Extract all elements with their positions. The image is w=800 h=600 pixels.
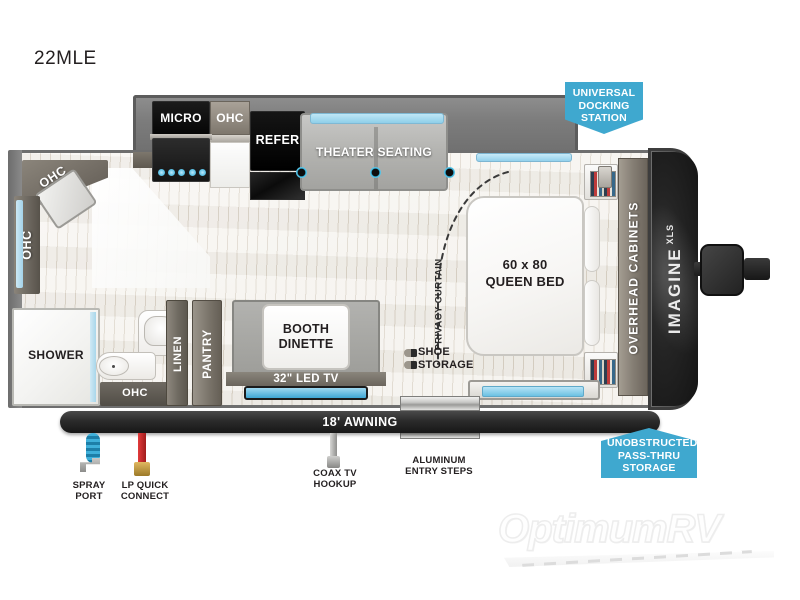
front-exterior-skin: IMAGINE XLS — [652, 152, 698, 406]
theater-seating: THEATER SEATING — [296, 113, 455, 191]
shoe-icon — [404, 361, 417, 369]
entry-step — [400, 396, 480, 411]
refrigerator-label: REFER — [255, 133, 300, 147]
bedroom-overhead-cabinets: OVERHEAD CABINETS — [618, 158, 648, 396]
kitchen-overhead-cabinet: OHC — [210, 101, 250, 135]
range-burners — [156, 168, 208, 177]
kitchen-base-cabinet — [210, 142, 250, 188]
pillow — [584, 280, 600, 346]
rear-window — [16, 200, 23, 288]
refrigerator: REFER — [250, 111, 305, 171]
microwave: MICRO — [152, 101, 210, 135]
bath-ohc-label: OHC — [122, 387, 148, 399]
range-hood — [150, 134, 212, 140]
pantry: PANTRY — [192, 300, 222, 406]
dealer-watermark: OptimumRV — [497, 505, 780, 567]
coax-tv-hookup-fitting-icon — [327, 456, 340, 468]
shower: SHOWER — [12, 308, 100, 406]
toilet-center-dot — [112, 365, 115, 368]
entry-steps-label: ALUMINUM ENTRY STEPS — [405, 455, 473, 477]
shoe-storage-label: SHOE STORAGE — [418, 346, 474, 371]
awning: 18' AWNING — [60, 411, 660, 433]
linen-label-wrap: LINEN — [172, 336, 184, 372]
bath-lower-cabinet: OHC — [100, 382, 170, 406]
overhead-cabinets-label-wrap: OVERHEAD CABINETS — [627, 201, 641, 355]
docking-station-port — [598, 166, 612, 188]
shower-glass-door — [90, 312, 96, 402]
kitchen-ohc-label: OHC — [216, 111, 244, 125]
hitch-coupler-box — [700, 244, 744, 296]
spray-port-label: SPRAY PORT — [72, 480, 106, 502]
coax-tv-hookup-label: COAX TV HOOKUP — [313, 468, 357, 490]
theater-seat-divider — [374, 127, 378, 191]
dealer-name: OptimumRV — [497, 506, 722, 552]
coax-tv-hookup-pipe-icon — [330, 433, 337, 459]
lp-quick-connect-pipe-icon — [138, 433, 146, 465]
street-side-window — [310, 113, 444, 124]
cooktop-range — [152, 138, 210, 182]
cupholder-icon — [370, 167, 381, 178]
cupholder-icon — [444, 167, 455, 178]
shower-label: SHOWER — [28, 348, 84, 362]
brand-name: IMAGINE — [665, 247, 684, 335]
brand-sub: XLS — [665, 223, 676, 245]
awning-label: 18' AWNING — [322, 415, 398, 429]
lp-quick-connect-fitting-icon — [134, 462, 150, 476]
tv-label: 32" LED TV — [273, 373, 339, 385]
cupholder-icon — [296, 167, 307, 178]
nightstand-books-icon — [590, 359, 616, 385]
theater-seating-label: THEATER SEATING — [315, 145, 433, 159]
microwave-label: MICRO — [160, 111, 202, 125]
pillow — [584, 206, 600, 272]
queen-bed: 60 x 80 QUEEN BED — [466, 196, 584, 356]
callout-pass-thru-storage: UNOBSTRUCTED PASS-THRU STORAGE — [601, 428, 697, 478]
bedroom-window — [476, 153, 572, 162]
pantry-label-wrap: PANTRY — [202, 329, 215, 379]
booth-dinette-label: BOOTH DINETTE — [278, 322, 334, 351]
lp-quick-connect-label: LP QUICK CONNECT — [120, 480, 170, 502]
kitchen-shelf — [210, 135, 250, 142]
shoe-storage: SHOE STORAGE — [404, 346, 474, 380]
entry-door — [468, 380, 600, 400]
linen-closet: LINEN — [166, 300, 188, 406]
brand-logo-imagine-xls: IMAGINE XLS — [652, 152, 698, 406]
hitch-tip — [744, 258, 770, 280]
nightstand — [584, 352, 618, 388]
tv-shelf: 32" LED TV — [226, 372, 386, 386]
booth-dinette-table: BOOTH DINETTE — [262, 304, 350, 370]
spray-port-hose-icon — [86, 433, 100, 463]
page-title: 22MLE — [34, 48, 97, 69]
shoe-icon — [404, 349, 417, 357]
entry-door-window — [482, 386, 584, 397]
queen-bed-label: 60 x 80 QUEEN BED — [485, 257, 565, 289]
led-tv — [244, 386, 368, 400]
